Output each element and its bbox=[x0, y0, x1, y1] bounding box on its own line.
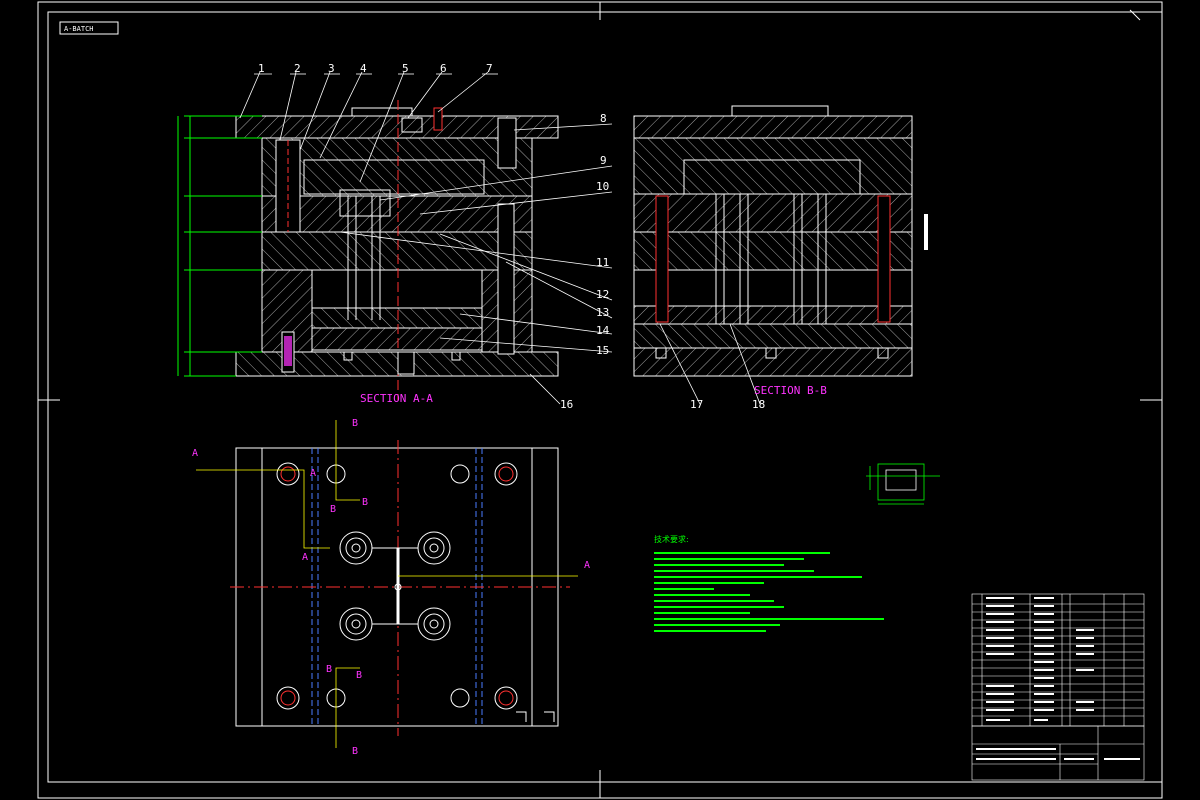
dimension-chain-a bbox=[177, 115, 262, 377]
bom-table bbox=[971, 593, 1145, 781]
section-marker-a-mid: A bbox=[302, 552, 308, 563]
part-number-4: 4 bbox=[360, 62, 367, 75]
part-number-16: 16 bbox=[560, 398, 573, 411]
part-number-11: 11 bbox=[596, 256, 609, 269]
part-number-9: 9 bbox=[600, 154, 607, 167]
part-number-14: 14 bbox=[596, 324, 610, 337]
side-notation bbox=[924, 214, 928, 250]
section-b-b-view bbox=[633, 105, 913, 377]
part-number-labels: 1 2 3 4 5 6 7 8 9 10 11 12 13 14 15 16 1… bbox=[258, 62, 765, 411]
inner-frame bbox=[47, 11, 1163, 783]
section-marker-b-bottom1: B bbox=[326, 664, 332, 675]
section-a-title: SECTION A-A bbox=[360, 392, 433, 405]
drawing-number: A-BATCH bbox=[64, 25, 94, 33]
part-number-5: 5 bbox=[402, 62, 409, 75]
section-marker-b-top3: B bbox=[362, 497, 368, 508]
part-number-8: 8 bbox=[600, 112, 607, 125]
tech-requirements-text bbox=[654, 552, 884, 632]
part-number-7: 7 bbox=[486, 62, 493, 75]
bom-table-text bbox=[976, 597, 1140, 760]
section-marker-b-top: B bbox=[352, 418, 358, 429]
section-a-a-view bbox=[235, 100, 559, 400]
tech-requirements-title: 技术要求: bbox=[654, 534, 689, 544]
part-number-10: 10 bbox=[596, 180, 609, 193]
part-number-13: 13 bbox=[596, 306, 609, 319]
section-marker-a-right: A bbox=[584, 560, 590, 571]
detail-view bbox=[866, 463, 940, 505]
part-number-15: 15 bbox=[596, 344, 609, 357]
section-markers: A A A A B B B B B B bbox=[192, 418, 590, 757]
part-number-2: 2 bbox=[294, 62, 301, 75]
part-number-12: 12 bbox=[596, 288, 609, 301]
section-marker-a-inner: A bbox=[310, 468, 316, 479]
drawing-number-box bbox=[59, 21, 119, 35]
section-marker-b-bottom2: B bbox=[356, 670, 362, 681]
section-b-title: SECTION B-B bbox=[754, 384, 827, 397]
section-marker-b-top2: B bbox=[330, 504, 336, 515]
plan-view bbox=[230, 440, 570, 736]
section-marker-a-left: A bbox=[192, 448, 198, 459]
part-number-3: 3 bbox=[328, 62, 335, 75]
section-cut-lines bbox=[196, 420, 578, 748]
section-marker-b-bottom: B bbox=[352, 746, 358, 757]
part-number-18: 18 bbox=[752, 398, 765, 411]
part-number-6: 6 bbox=[440, 62, 447, 75]
part-number-1: 1 bbox=[258, 62, 265, 75]
part-number-17: 17 bbox=[690, 398, 703, 411]
